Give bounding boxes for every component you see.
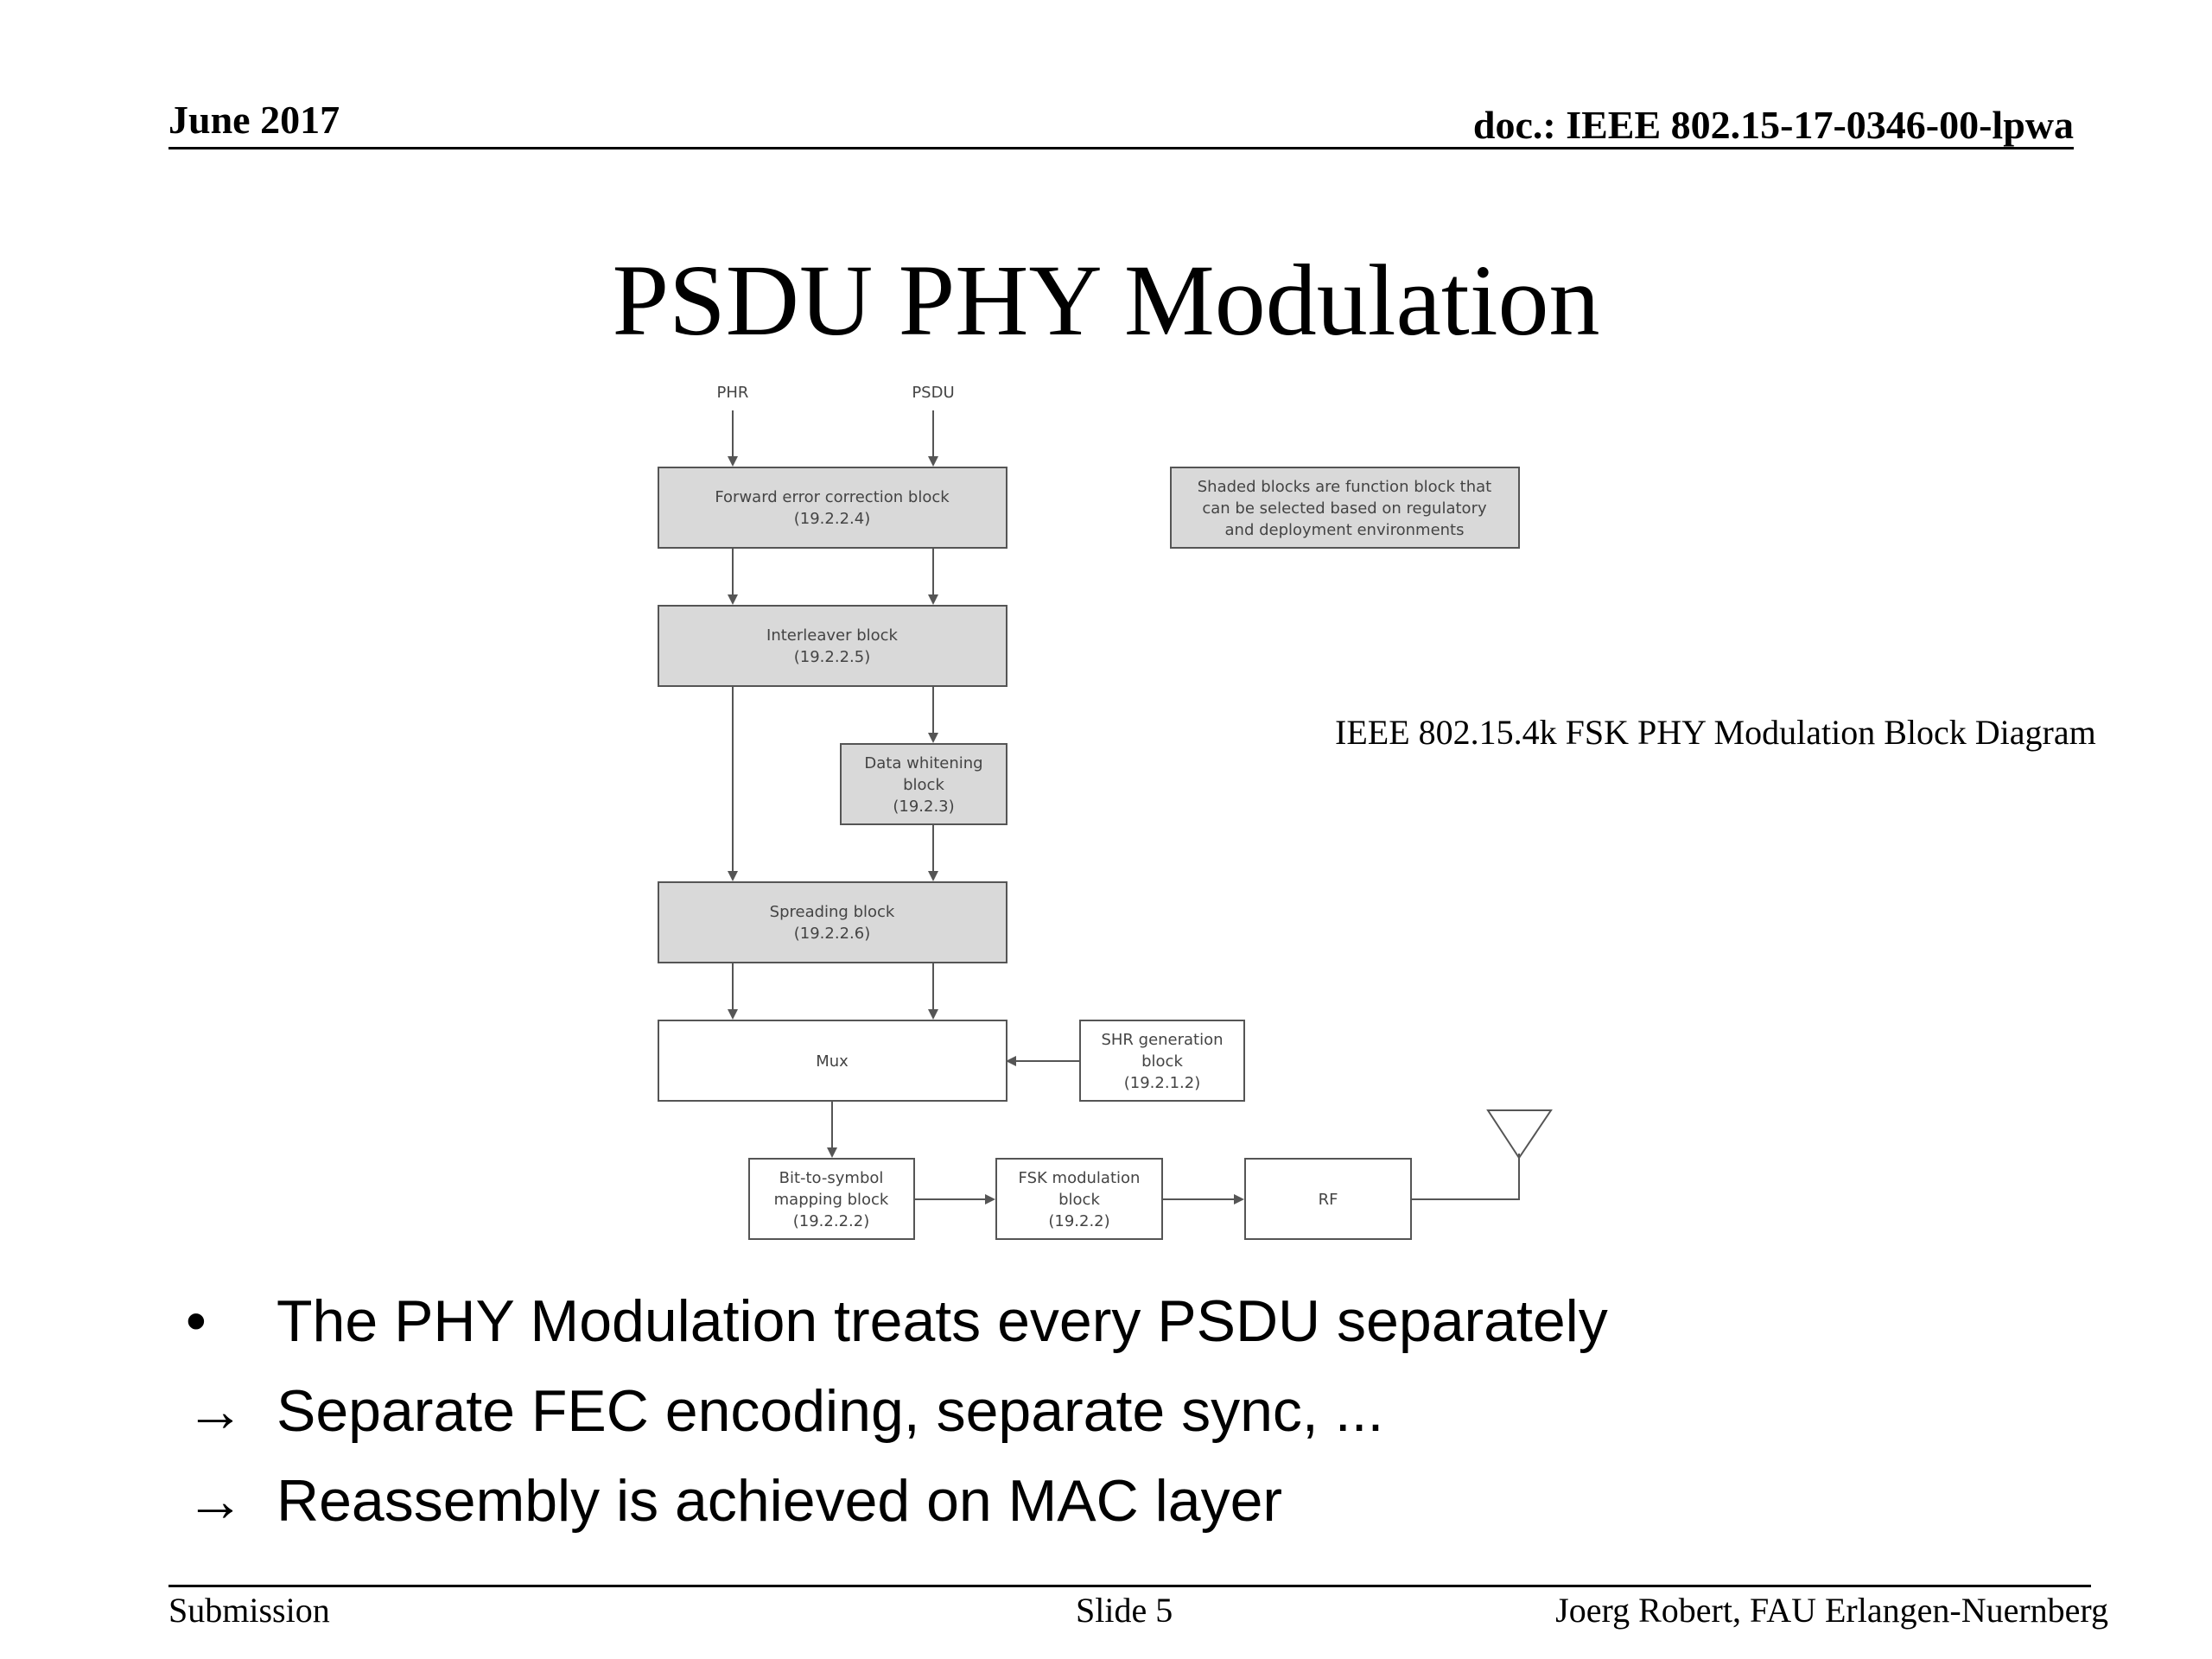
footer-author: Joerg Robert, FAU Erlangen-Nuernberg — [1555, 1591, 2108, 1630]
bullet-marker: • — [186, 1288, 207, 1354]
whitening-label-line2: block — [903, 776, 944, 794]
note-line1: Shaded blocks are function block that — [1198, 478, 1492, 496]
whitening-block — [840, 743, 1007, 825]
diagram-caption: IEEE 802.15.4k FSK PHY Modulation Block … — [1335, 713, 2096, 752]
slide-title: PSDU PHY Modulation — [612, 244, 1600, 357]
note-line2: can be selected based on regulatory — [1202, 499, 1487, 518]
bullet-item: • The PHY Modulation treats every PSDU se… — [186, 1287, 1608, 1355]
psdu-label: PSDU — [912, 384, 954, 402]
whitening-label-line3: (19.2.3) — [893, 798, 954, 816]
mux-label: Mux — [816, 1052, 849, 1071]
footer-rule — [168, 1585, 2091, 1587]
spreading-label-line1: Spreading block — [770, 903, 895, 921]
fsk-label-line2: block — [1058, 1191, 1100, 1209]
bit2sym-label-line1: Bit-to-symbol — [779, 1169, 884, 1187]
antenna-icon — [1486, 1109, 1553, 1160]
arrow-marker-icon: → — [186, 1378, 245, 1444]
arrow-marker-icon: → — [186, 1468, 245, 1534]
fec-label-line2: (19.2.2.4) — [794, 510, 870, 528]
shr-label-line3: (19.2.1.2) — [1124, 1074, 1200, 1092]
bullet-item: → Separate FEC encoding, separate sync, .… — [186, 1377, 1383, 1445]
bullet-item: → Reassembly is achieved on MAC layer — [186, 1467, 1282, 1535]
header-rule — [168, 147, 2074, 149]
rf-label: RF — [1319, 1191, 1338, 1209]
fsk-label-line1: FSK modulation — [1019, 1169, 1141, 1187]
fsk-label-line3: (19.2.2) — [1048, 1212, 1109, 1230]
line-rf-antenna — [1411, 1154, 1520, 1200]
interleaver-label-line1: Interleaver block — [766, 626, 899, 645]
bullet-text: Reassembly is achieved on MAC layer — [276, 1468, 1283, 1534]
bullet-text: Separate FEC encoding, separate sync, ..… — [276, 1378, 1384, 1444]
bit2sym-label-line2: mapping block — [774, 1191, 889, 1209]
spreading-label-line2: (19.2.2.6) — [794, 925, 870, 943]
whitening-label-line1: Data whitening — [864, 754, 982, 772]
note-block — [1170, 467, 1520, 549]
footer-slide-number: Slide 5 — [1076, 1591, 1173, 1630]
bit2sym-block — [748, 1158, 915, 1240]
shr-label-line2: block — [1141, 1052, 1183, 1071]
rf-block — [1244, 1158, 1412, 1240]
interleaver-label-line2: (19.2.2.5) — [794, 648, 870, 666]
footer-submission: Submission — [168, 1591, 330, 1630]
mux-block — [658, 1020, 1007, 1102]
fsk-block — [995, 1158, 1163, 1240]
header-doc-id: doc.: IEEE 802.15-17-0346-00-lpwa — [1472, 103, 2074, 147]
header-date: June 2017 — [168, 98, 340, 142]
interleaver-block — [658, 605, 1007, 687]
bullet-text: The PHY Modulation treats every PSDU sep… — [276, 1288, 1608, 1354]
note-line3: and deployment environments — [1225, 521, 1465, 539]
shr-label-line1: SHR generation — [1101, 1031, 1223, 1049]
phr-label: PHR — [717, 384, 749, 402]
fec-block — [658, 467, 1007, 549]
shr-block — [1079, 1020, 1245, 1102]
spreading-block — [658, 881, 1007, 963]
fec-label-line1: Forward error correction block — [715, 488, 950, 506]
bit2sym-label-line3: (19.2.2.2) — [793, 1212, 869, 1230]
